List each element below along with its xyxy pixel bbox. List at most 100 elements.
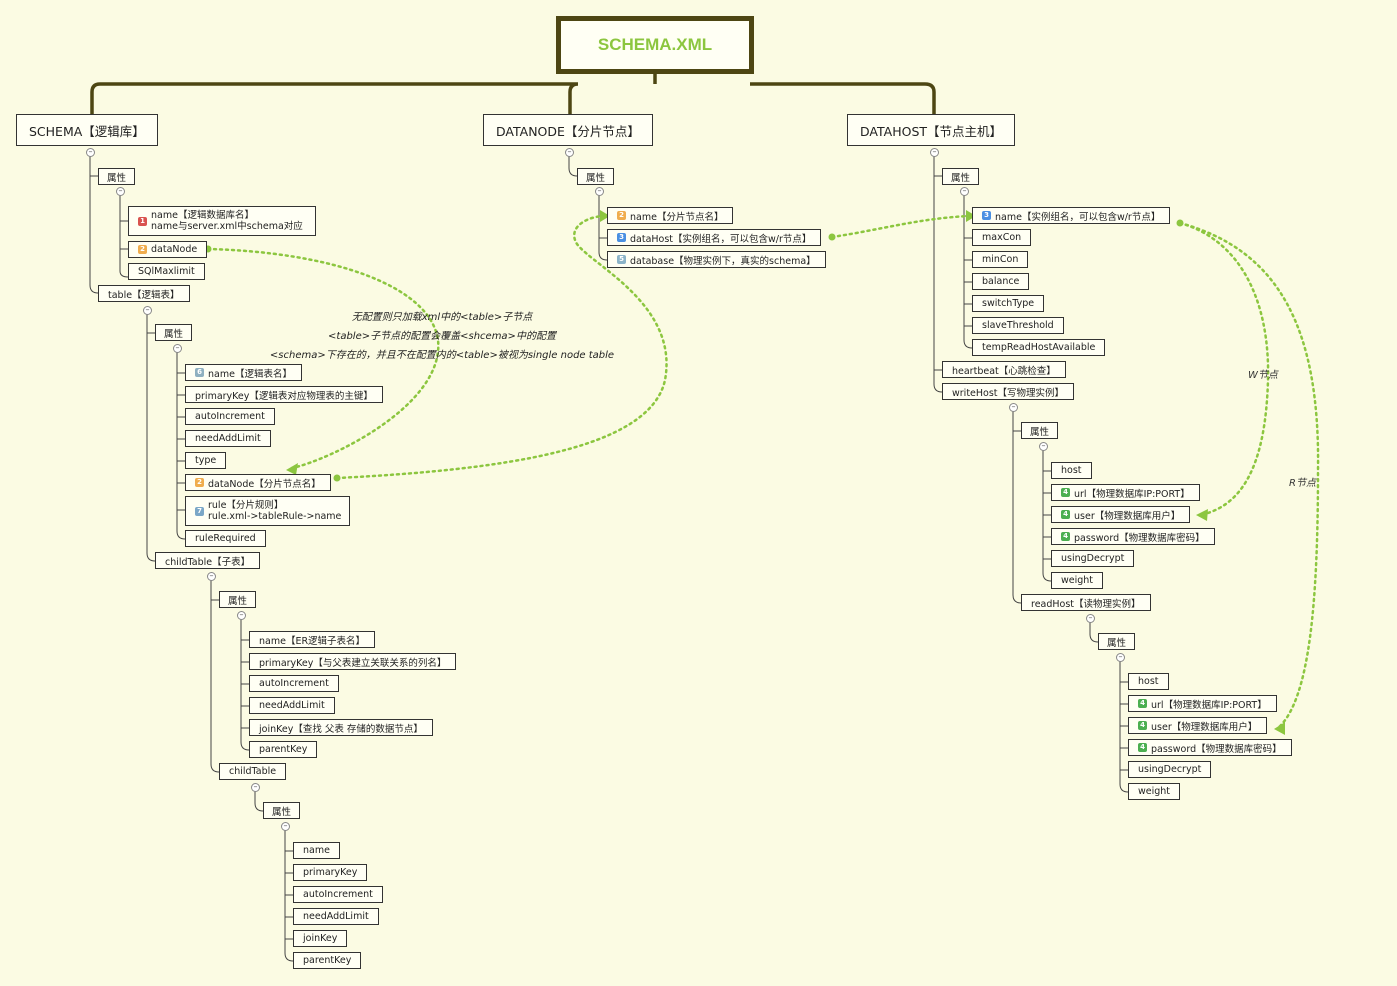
datahost-attr-group[interactable]: 属性 bbox=[942, 168, 980, 185]
attr-label: 属性 bbox=[951, 172, 971, 184]
collapse-toggle[interactable]: – bbox=[116, 187, 125, 196]
collapse-toggle[interactable]: – bbox=[237, 611, 246, 620]
datahost-node[interactable]: DATAHOST【节点主机】 bbox=[847, 114, 1016, 146]
childtable-attr-autoincrement[interactable]: autoIncrement bbox=[249, 675, 339, 692]
childtable-attr-needaddlimit[interactable]: needAddLimit bbox=[249, 697, 335, 714]
schema-attr-sqlmaxlimit[interactable]: SQlMaxlimit bbox=[128, 263, 205, 280]
datahost-attr-maxcon[interactable]: maxCon bbox=[972, 229, 1032, 246]
nested-attr-joinkey[interactable]: joinKey bbox=[293, 930, 348, 947]
collapse-toggle[interactable]: – bbox=[251, 783, 260, 792]
writehost-node[interactable]: writeHost【写物理实例】 bbox=[942, 383, 1075, 400]
collapse-toggle[interactable]: – bbox=[565, 148, 574, 157]
node-label: url【物理数据库IP:PORT】 bbox=[1151, 699, 1267, 711]
priority-4-icon: 4 bbox=[1061, 532, 1070, 541]
datahost-attr-tempreadhost[interactable]: tempReadHostAvailable bbox=[972, 339, 1106, 356]
nested-attr-needaddlimit[interactable]: needAddLimit bbox=[293, 908, 379, 925]
collapse-toggle[interactable]: – bbox=[86, 148, 95, 157]
node-label: writeHost【写物理实例】 bbox=[952, 387, 1065, 399]
w-node-label: W节点 bbox=[1248, 370, 1278, 381]
collapse-toggle[interactable]: – bbox=[960, 187, 969, 196]
node-label: password【物理数据库密码】 bbox=[1151, 743, 1282, 755]
node-label: autoIncrement bbox=[303, 889, 373, 900]
readhost-node[interactable]: readHost【读物理实例】 bbox=[1021, 594, 1151, 611]
nested-attr-primarykey[interactable]: primaryKey bbox=[293, 864, 368, 881]
nested-attr-name[interactable]: name bbox=[293, 842, 340, 859]
childtable-node[interactable]: childTable【子表】 bbox=[155, 552, 261, 569]
node-label: needAddLimit bbox=[303, 911, 369, 922]
table-attr-needaddlimit[interactable]: needAddLimit bbox=[185, 430, 271, 447]
schema-attr-group[interactable]: 属性 bbox=[98, 168, 136, 185]
node-label: joinKey【查找 父表 存储的数据节点】 bbox=[259, 723, 423, 735]
writehost-attr-usingdecrypt[interactable]: usingDecrypt bbox=[1051, 550, 1135, 567]
node-label: primaryKey【逻辑表对应物理表的主键】 bbox=[195, 390, 373, 402]
schema-attr-name-line2: name与server.xml中schema对应 bbox=[151, 221, 303, 232]
nested-attr-parentkey[interactable]: parentKey bbox=[293, 952, 362, 969]
collapse-toggle[interactable]: – bbox=[207, 572, 216, 581]
node-label: dataNode bbox=[151, 244, 198, 255]
node-label: tempReadHostAvailable bbox=[982, 342, 1096, 353]
readhost-attr-usingdecrypt[interactable]: usingDecrypt bbox=[1128, 761, 1212, 778]
collapse-toggle[interactable]: – bbox=[1116, 653, 1125, 662]
node-label: autoIncrement bbox=[195, 411, 265, 422]
schema-attr-name[interactable]: 1 name【逻辑数据库名】name与server.xml中schema对应 bbox=[128, 206, 316, 236]
collapse-toggle[interactable]: – bbox=[281, 822, 290, 831]
writehost-attr-group[interactable]: 属性 bbox=[1021, 422, 1059, 439]
childtable-attr-name[interactable]: name【ER逻辑子表名】 bbox=[249, 631, 376, 648]
table-attr-group[interactable]: 属性 bbox=[155, 324, 193, 341]
readhost-attr-host[interactable]: host bbox=[1128, 673, 1169, 690]
nested-attr-group[interactable]: 属性 bbox=[263, 802, 301, 819]
table-node[interactable]: table【逻辑表】 bbox=[98, 285, 190, 302]
datahost-attr-slavethreshold[interactable]: slaveThreshold bbox=[972, 317, 1064, 334]
node-label: slaveThreshold bbox=[982, 320, 1054, 331]
datahost-attr-switchtype[interactable]: switchType bbox=[972, 295, 1045, 312]
datanode-node[interactable]: DATANODE【分片节点】 bbox=[483, 114, 653, 146]
collapse-toggle[interactable]: – bbox=[1086, 614, 1095, 623]
table-attr-type[interactable]: type bbox=[185, 452, 227, 469]
schema-node[interactable]: SCHEMA【逻辑库】 bbox=[16, 114, 158, 146]
datahost-attr-balance[interactable]: balance bbox=[972, 273, 1030, 290]
collapse-toggle[interactable]: – bbox=[173, 344, 182, 353]
childtable-attr-primarykey[interactable]: primaryKey【与父表建立关联关系的列名】 bbox=[249, 653, 457, 670]
root-node[interactable]: SCHEMA.XML bbox=[556, 16, 754, 74]
heartbeat-node[interactable]: heartbeat【心跳检查】 bbox=[942, 361, 1066, 378]
node-label: needAddLimit bbox=[259, 700, 325, 711]
readhost-attr-weight[interactable]: weight bbox=[1128, 783, 1181, 800]
table-attr-rule[interactable]: 7 rule【分片规则】rule.xml->tableRule->name bbox=[185, 496, 350, 526]
node-label: parentKey bbox=[303, 955, 352, 966]
table-attr-autoincrement[interactable]: autoIncrement bbox=[185, 408, 275, 425]
childtable-attr-parentkey[interactable]: parentKey bbox=[249, 741, 318, 758]
table-attr-rulerequired[interactable]: ruleRequired bbox=[185, 530, 266, 547]
collapse-toggle[interactable]: – bbox=[1039, 442, 1048, 451]
datahost-attr-mincon[interactable]: minCon bbox=[972, 251, 1029, 268]
childtable-attr-joinkey[interactable]: joinKey【查找 父表 存储的数据节点】 bbox=[249, 719, 433, 736]
datanode-attr-group[interactable]: 属性 bbox=[577, 168, 615, 185]
writehost-attr-host[interactable]: host bbox=[1051, 462, 1092, 479]
readhost-attr-group[interactable]: 属性 bbox=[1098, 633, 1136, 650]
nested-attr-autoincrement[interactable]: autoIncrement bbox=[293, 886, 383, 903]
childtable-attr-group[interactable]: 属性 bbox=[219, 591, 257, 608]
collapse-toggle[interactable]: – bbox=[595, 187, 604, 196]
nested-childtable-node[interactable]: childTable bbox=[219, 763, 287, 780]
node-label: usingDecrypt bbox=[1138, 764, 1202, 775]
collapse-toggle[interactable]: – bbox=[143, 306, 152, 315]
collapse-toggle[interactable]: – bbox=[1009, 403, 1018, 412]
writehost-attr-weight[interactable]: weight bbox=[1051, 572, 1104, 589]
r-node-label: R节点 bbox=[1289, 478, 1316, 489]
priority-1-icon: 1 bbox=[138, 216, 147, 226]
table-attr-primarykey[interactable]: primaryKey【逻辑表对应物理表的主键】 bbox=[185, 386, 383, 403]
collapse-toggle[interactable]: – bbox=[930, 148, 939, 157]
priority-2-icon: 2 bbox=[617, 211, 626, 220]
